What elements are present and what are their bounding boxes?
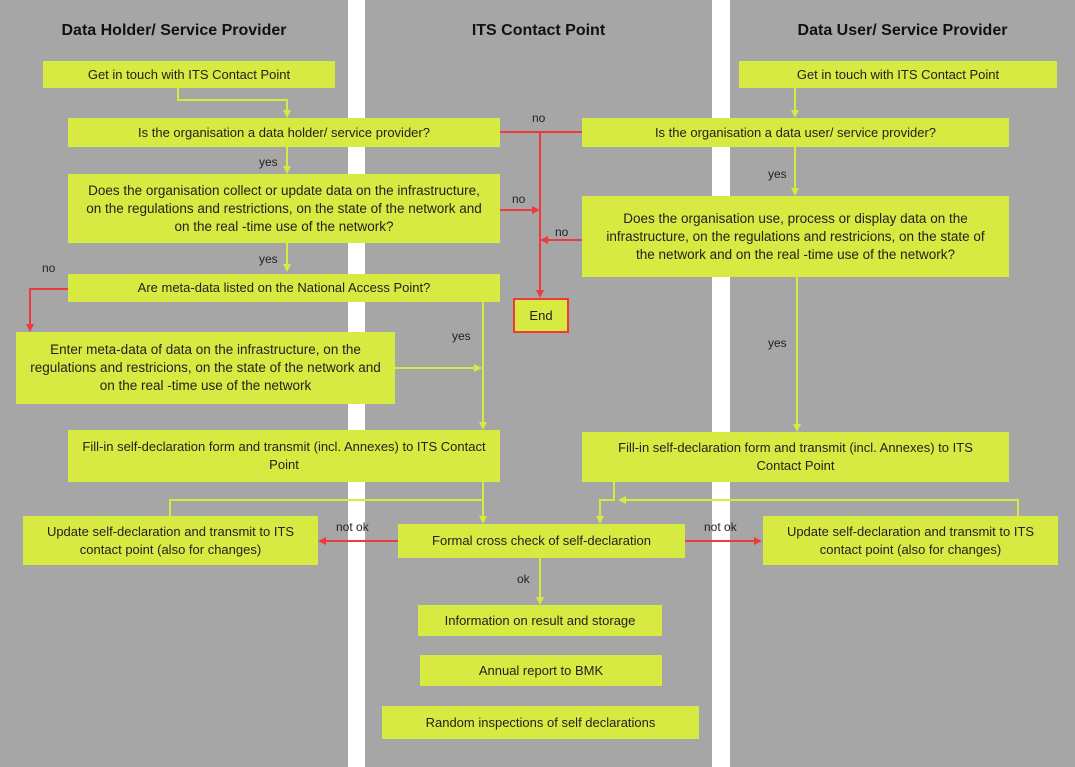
box-l-meta-listed: Are meta-data listed on the National Acc… xyxy=(68,274,500,302)
box-r-is-data-user: Is the organisation a data user/ service… xyxy=(582,118,1009,147)
label-yes-user: yes xyxy=(768,167,787,181)
box-l-enter-meta: Enter meta-data of data on the infrastru… xyxy=(16,332,395,404)
label-yes-collect: yes xyxy=(259,252,278,266)
box-formal-check: Formal cross check of self-declaration xyxy=(398,524,685,558)
lane-title-data-holder: Data Holder/ Service Provider xyxy=(61,22,287,39)
label-notok-left: not ok xyxy=(336,520,370,534)
box-info-result: Information on result and storage xyxy=(418,605,662,636)
label-no-use: no xyxy=(555,225,569,239)
lane-title-its-contact-point: ITS Contact Point xyxy=(471,22,606,39)
arrow-l-update-return xyxy=(169,499,483,516)
box-l-get-in-touch: Get in touch with ITS Contact Point xyxy=(43,61,335,88)
box-r-update: Update self-declaration and transmit to … xyxy=(763,516,1058,565)
box-l-fill-form: Fill-in self-declaration form and transm… xyxy=(68,430,500,482)
label-yes-holder: yes xyxy=(259,155,278,169)
box-r-fill-form: Fill-in self-declaration form and transm… xyxy=(582,432,1009,482)
box-l-collect-update: Does the organisation collect or update … xyxy=(68,174,500,243)
box-l-is-data-holder: Is the organisation a data holder/ servi… xyxy=(68,118,500,147)
arrow-r-form-to-check xyxy=(596,482,615,524)
box-r-use-process: Does the organisation use, process or di… xyxy=(582,196,1009,277)
box-r-get-in-touch: Get in touch with ITS Contact Point xyxy=(739,61,1057,88)
arrow-l-contact-to-holder xyxy=(177,88,291,118)
label-yes-meta: yes xyxy=(452,329,471,343)
box-annual-report: Annual report to BMK xyxy=(420,655,662,686)
label-no-collect: no xyxy=(512,192,526,206)
lane-title-data-user: Data User/ Service Provider xyxy=(797,22,1008,39)
arrow-r-update-return xyxy=(618,496,1019,516)
box-l-update: Update self-declaration and transmit to … xyxy=(23,516,318,565)
label-ok: ok xyxy=(517,572,531,586)
label-no-meta: no xyxy=(42,261,56,275)
box-random-inspections: Random inspections of self declarations xyxy=(382,706,699,739)
label-notok-right: not ok xyxy=(704,520,738,534)
label-no-top: no xyxy=(532,111,546,125)
arrow-meta-no xyxy=(26,288,68,332)
label-yes-use: yes xyxy=(768,336,787,350)
box-end: End xyxy=(513,298,569,333)
